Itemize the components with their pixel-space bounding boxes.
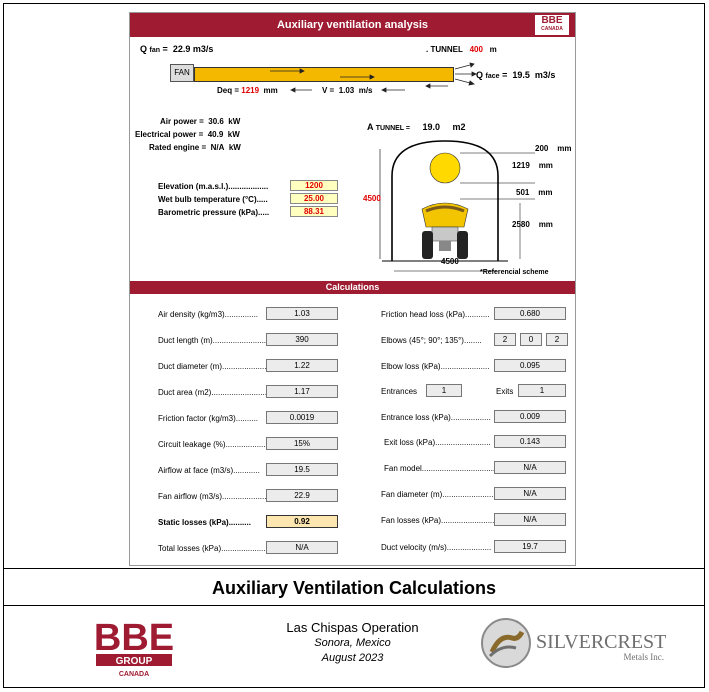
silvercrest-name: SILVERCREST <box>536 631 666 653</box>
bbe-logo-main: BBE <box>94 617 174 659</box>
duct-velocity-label: Duct velocity (m/s).................... <box>381 543 492 552</box>
operation-date: August 2023 <box>321 652 384 664</box>
wetbulb-label: Wet bulb temperature (°C)..... <box>158 195 268 204</box>
duct-bar <box>194 67 454 82</box>
velocity-readout: V = 1.03 m/s <box>322 86 373 95</box>
exit-loss-label: Exit loss (kPa)......................... <box>384 438 491 447</box>
fan-diameter-label: Fan diameter (m)........................ <box>381 490 496 499</box>
entrances-label: Entrances <box>381 387 418 396</box>
calc-left-value: 1.17 <box>266 385 338 398</box>
elbows-45-value[interactable]: 2 <box>494 333 516 346</box>
loader-truck-icon <box>421 202 469 259</box>
sheet-title: Auxiliary ventilation analysis BBE CANAD… <box>130 13 575 37</box>
tunnel-area: A TUNNEL = 19.0 m2 <box>367 122 466 132</box>
electrical-power: Electrical power = 40.9 kW <box>135 130 240 139</box>
calc-left-label: Duct diameter (m)...................... <box>158 362 271 371</box>
calc-left-label: Air density (kg/m3)............... <box>158 310 259 319</box>
scheme-note: *Referencial scheme <box>480 269 549 276</box>
bbe-mini-logo: BBE CANADA <box>535 15 569 35</box>
calc-left-value: 0.0019 <box>266 411 338 424</box>
wetbulb-input[interactable]: 25.00 <box>290 193 338 204</box>
fan-model-label: Fan model...............................… <box>384 464 500 473</box>
baro-input[interactable]: 88.31 <box>290 206 338 217</box>
elevation-label: Elevation (m.a.s.l.).................. <box>158 182 269 191</box>
bbe-mini-logo-sub: CANADA <box>541 26 563 32</box>
duct-arrows <box>270 62 477 93</box>
elbow-loss-value: 0.095 <box>494 359 566 372</box>
exit-loss-value: 0.143 <box>494 435 566 448</box>
fan-box: FAN <box>170 64 194 82</box>
duct-velocity-value: 19.7 <box>494 540 566 553</box>
bbe-group-logo: BBE GROUP CANADA <box>94 617 174 678</box>
duct-section-icon <box>429 152 461 184</box>
q-face: Q face = 19.5 m3/s <box>476 70 556 80</box>
silvercrest-logo: SILVERCREST Metals Inc. <box>481 618 666 668</box>
entrances-value[interactable]: 1 <box>426 384 462 397</box>
baro-label: Barometric pressure (kPa)..... <box>158 208 270 217</box>
dim-501: 501 mm <box>516 188 553 197</box>
calc-left-value: 1.03 <box>266 307 338 320</box>
calc-left-value: 0.92 <box>266 515 338 528</box>
entrance-loss-label: Entrance loss (kPa).................. <box>381 413 491 422</box>
calc-left-value: 390 <box>266 333 338 346</box>
calc-left-value: 22.9 <box>266 489 338 502</box>
tunnel-height: 4500 <box>363 194 381 203</box>
calc-left-value: 19.5 <box>266 463 338 476</box>
friction-head-label: Friction head loss (kPa)........... <box>381 310 490 319</box>
tunnel-length: . TUNNEL 400 m <box>426 45 497 54</box>
elbows-90-value[interactable]: 0 <box>520 333 542 346</box>
operation-name: Las Chispas Operation <box>286 620 419 635</box>
ventilation-sheet: Auxiliary ventilation analysis BBE CANAD… <box>129 12 576 566</box>
calc-left-label: Airflow at face (m3/s)............ <box>158 466 260 475</box>
dim-1219: 1219 mm <box>512 161 553 170</box>
fan-model-value: N/A <box>494 461 566 474</box>
fan-diameter-value: N/A <box>494 487 566 500</box>
entrance-loss-value: 0.009 <box>494 410 566 423</box>
exits-value[interactable]: 1 <box>518 384 566 397</box>
tunnel-width: 4500 <box>441 257 459 266</box>
tunnel-scheme <box>379 140 535 272</box>
silvercrest-sub: Metals Inc. <box>624 652 665 662</box>
calc-left-label: Duct length (m).........................… <box>158 336 273 345</box>
q-fan: Q fan = 22.9 m3/s <box>140 44 214 54</box>
dim-2580: 2580 mm <box>512 220 553 229</box>
calculations-header: Calculations <box>130 281 575 294</box>
bbe-logo-group: GROUP <box>116 656 153 667</box>
elbows-label: Elbows (45°; 90°; 135°)........ <box>381 336 482 345</box>
calc-left-label: Circuit leakage (%)................... <box>158 440 268 449</box>
deq-readout: Deq = 1219 mm <box>217 86 278 95</box>
footer-title: Auxiliary Ventilation Calculations <box>3 568 705 606</box>
air-power: Air power = 30.6 kW <box>160 117 241 126</box>
elbows-135-value[interactable]: 2 <box>546 333 568 346</box>
calc-left-label: Fan airflow (m3/s)..................... <box>158 492 269 501</box>
calc-left-label: Friction factor (kg/m3).......... <box>158 414 259 423</box>
operation-location: Sonora, Mexico <box>314 637 391 649</box>
sheet-title-text: Auxiliary ventilation analysis <box>276 19 428 31</box>
bbe-logo-country: CANADA <box>119 671 149 678</box>
operation-info: Las Chispas Operation Sonora, Mexico Aug… <box>240 620 465 666</box>
elbow-loss-label: Elbow loss (kPa)...................... <box>381 362 490 371</box>
calc-left-label: Duct area (m2)..........................… <box>158 388 272 397</box>
calc-left-label: Total losses (kPa)..................... <box>158 544 268 553</box>
fan-losses-label: Fan losses (kPa)........................… <box>381 516 497 525</box>
rated-engine: Rated engine = N/A kW <box>149 143 241 152</box>
calc-left-value: N/A <box>266 541 338 554</box>
calc-left-value: 15% <box>266 437 338 450</box>
elevation-input[interactable]: 1200 <box>290 180 338 191</box>
dim-200: 200 mm <box>535 144 572 153</box>
calc-left-value: 1.22 <box>266 359 338 372</box>
fan-losses-value: N/A <box>494 513 566 526</box>
page-frame <box>3 3 705 688</box>
friction-head-value: 0.680 <box>494 307 566 320</box>
bbe-mini-logo-main: BBE <box>541 15 563 26</box>
calc-left-label: Static losses (kPa).......... <box>158 518 251 527</box>
exits-label: Exits <box>496 387 514 396</box>
tunnel-outline <box>391 140 499 261</box>
